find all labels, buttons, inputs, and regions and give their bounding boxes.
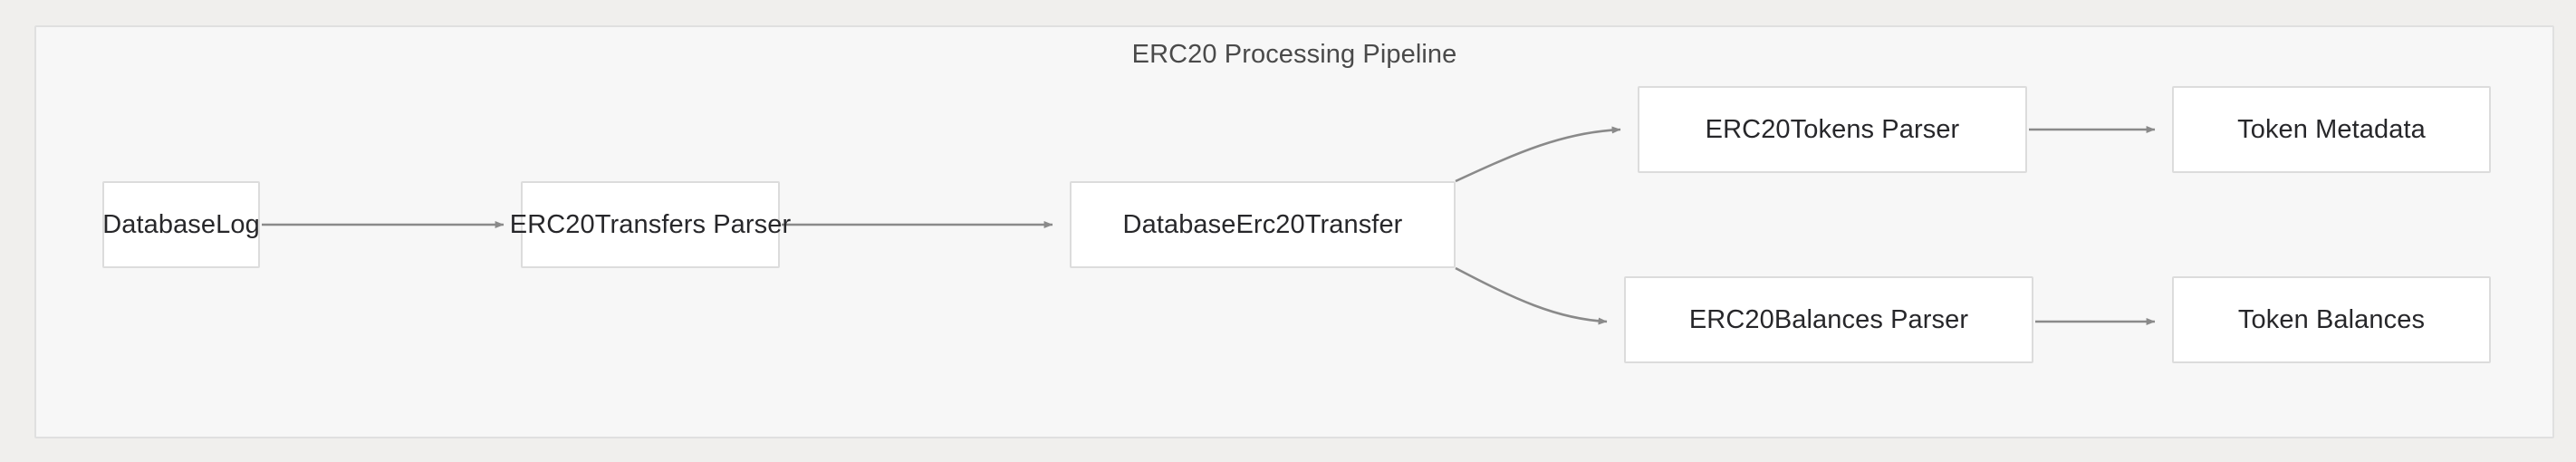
cluster-title: ERC20 Processing Pipeline (1131, 40, 1457, 69)
node-label: Token Balances (2237, 304, 2426, 334)
node-label: Token Metadata (2237, 114, 2426, 144)
node-token-metadata[interactable]: Token Metadata (2172, 86, 2491, 173)
node-token-balances[interactable]: Token Balances (2172, 276, 2491, 363)
node-label: ERC20Balances Parser (1688, 304, 1969, 334)
node-label: DatabaseLog (102, 209, 260, 239)
node-label: DatabaseErc20Transfer (1122, 209, 1403, 239)
node-erc20-tokens-parser[interactable]: ERC20Tokens Parser (1638, 86, 2027, 173)
node-label: ERC20Transfers Parser (509, 209, 792, 239)
node-database-log[interactable]: DatabaseLog (102, 181, 260, 268)
node-erc20-balances-parser[interactable]: ERC20Balances Parser (1624, 276, 2033, 363)
node-label: ERC20Tokens Parser (1705, 114, 1960, 144)
node-database-erc20-transfer[interactable]: DatabaseErc20Transfer (1070, 181, 1456, 268)
node-erc20-transfers-parser[interactable]: ERC20Transfers Parser (510, 181, 791, 268)
